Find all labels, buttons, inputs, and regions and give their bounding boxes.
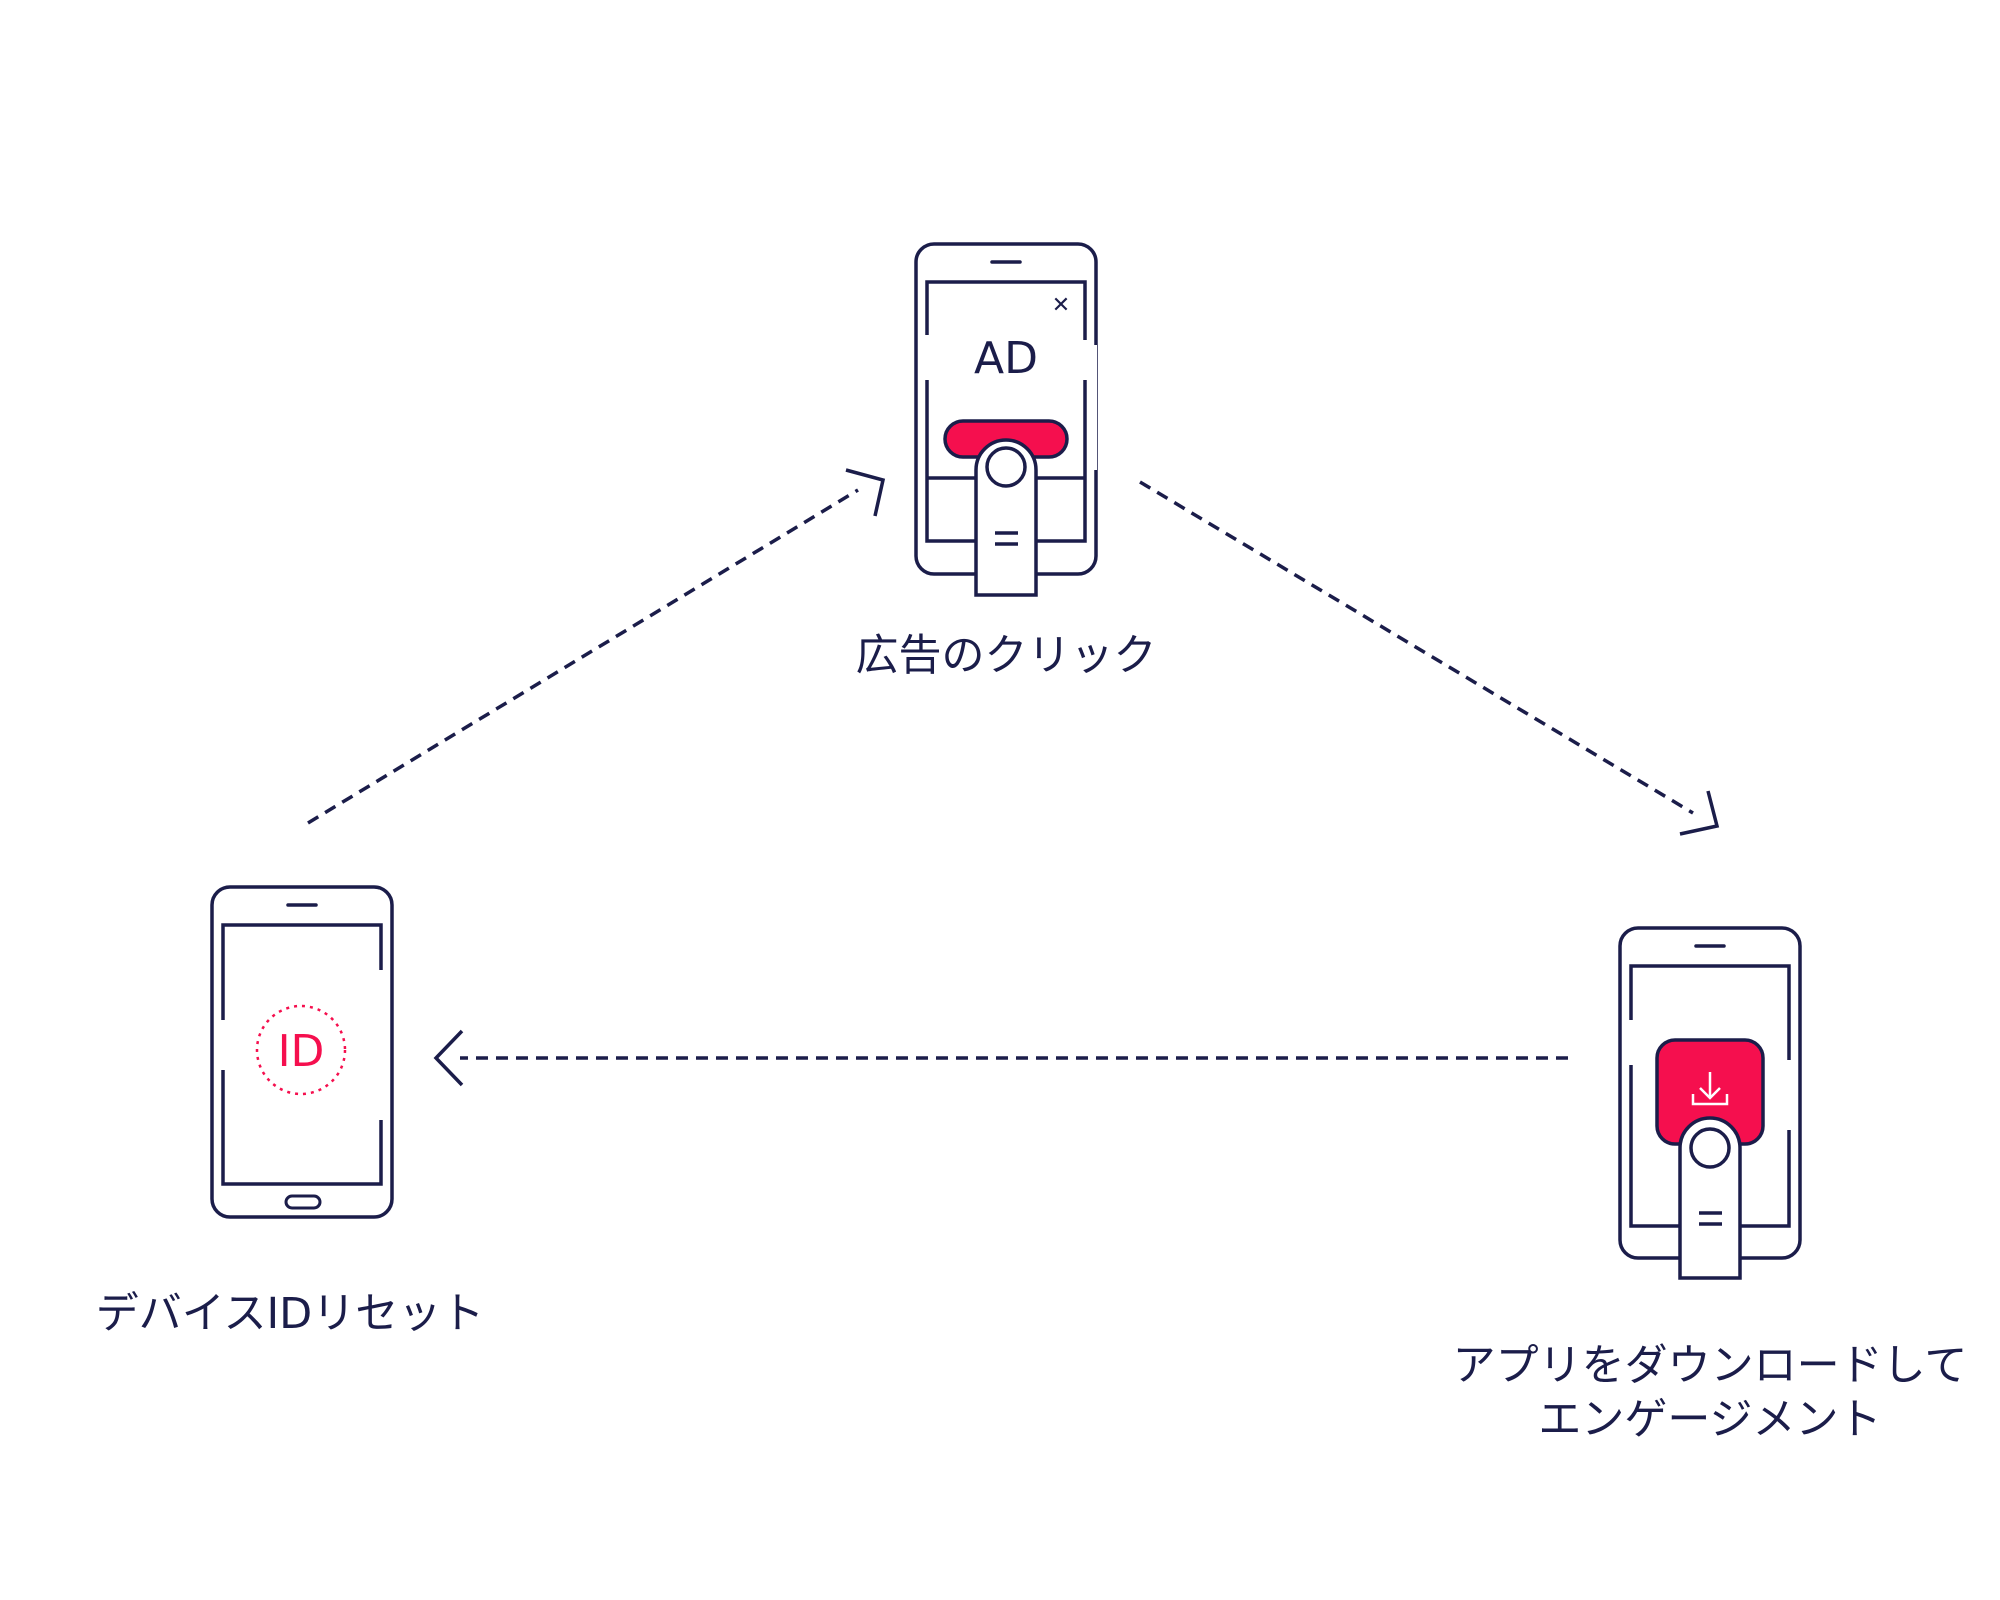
finger-icon	[974, 438, 1038, 597]
ad-click-phone-icon: ✕ AD	[914, 242, 1098, 597]
step-label-app-download-line1: アプリをダウンロードして	[1452, 1341, 1968, 1391]
ad-screen-text: AD	[974, 333, 1038, 384]
home-button-icon	[284, 1194, 322, 1210]
step-label-ad-click: 広告のクリック	[855, 631, 1157, 681]
finger-icon	[1678, 1116, 1742, 1280]
step-label-app-download-line2: エンゲージメント	[1538, 1395, 1882, 1445]
id-screen-text: ID	[278, 1026, 325, 1077]
arrow-download-to-id-reset	[433, 1029, 1568, 1087]
arrow-id-reset-to-ad-click	[307, 468, 886, 825]
id-reset-circle	[255, 1004, 347, 1096]
close-icon: ✕	[1052, 293, 1070, 318]
step-label-device-id-reset: デバイスIDリセット	[95, 1289, 485, 1339]
id-reset-phone-icon: ID	[210, 885, 394, 1219]
arrow-ad-click-to-download	[1139, 480, 1720, 836]
download-arrow-icon	[1691, 1072, 1729, 1106]
download-phone-icon	[1618, 926, 1802, 1280]
